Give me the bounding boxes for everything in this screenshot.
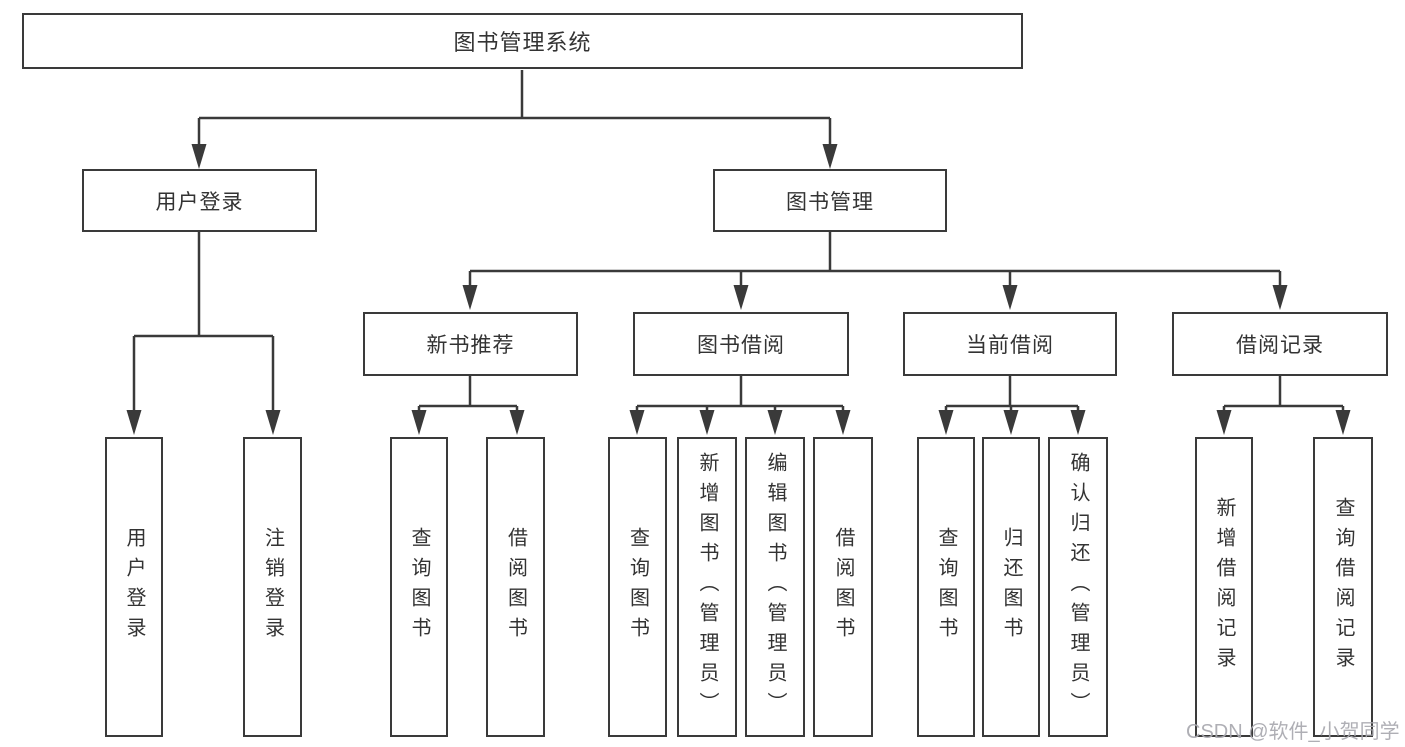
leaf-query-borrow-record: 查询借阅记录 — [1313, 437, 1373, 737]
leaf-return-book: 归还图书 — [982, 437, 1040, 737]
connector-line — [417, 376, 519, 412]
connector-line — [635, 376, 845, 412]
connector-line — [197, 70, 832, 146]
node-label: 图书管理系统 — [453, 30, 592, 55]
leaf-query-books-recommend: 查询图书 — [390, 437, 448, 737]
node-new-book-recommendation: 新书推荐 — [363, 312, 578, 376]
arrow-head — [1002, 285, 1018, 310]
arrow-head — [462, 285, 478, 310]
leaf-label: 确认归还（管理员） — [1067, 452, 1089, 722]
leaf-edit-book-admin: 编辑图书（管理员） — [745, 437, 805, 737]
leaf-label: 编辑图书（管理员） — [764, 452, 786, 722]
leaf-label: 查询图书 — [935, 527, 957, 647]
arrow-head — [733, 285, 749, 310]
connector-line — [132, 232, 275, 412]
connector-root-to-level2 — [191, 70, 838, 169]
node-label: 当前借阅 — [966, 334, 1054, 357]
node-label: 图书管理 — [786, 190, 874, 214]
connector-borrowing-records-branch — [1216, 376, 1351, 435]
node-book-borrowing: 图书借阅 — [633, 312, 849, 376]
leaf-query-books-borrowing: 查询图书 — [608, 437, 667, 737]
arrow-head — [126, 410, 142, 435]
connector-line — [1222, 376, 1345, 412]
arrow-head — [1335, 410, 1351, 435]
leaf-label: 注销登录 — [261, 527, 284, 647]
arrow-head — [699, 410, 715, 435]
node-label: 借阅记录 — [1236, 334, 1324, 357]
node-label: 用户登录 — [155, 190, 244, 214]
arrow-head — [1216, 410, 1232, 435]
leaf-label: 查询借阅记录 — [1332, 497, 1354, 677]
leaf-label: 归还图书 — [1000, 527, 1022, 647]
leaf-borrow-books-borrowing: 借阅图书 — [813, 437, 873, 737]
connector-book-borrowing-branch — [629, 376, 851, 435]
connector-new-book-branch — [411, 376, 525, 435]
arrow-head — [191, 144, 207, 169]
arrow-head — [822, 144, 838, 169]
arrow-head — [411, 410, 427, 435]
leaf-label: 用户登录 — [123, 527, 145, 647]
leaf-add-book-admin: 新增图书（管理员） — [677, 437, 737, 737]
arrow-head — [835, 410, 851, 435]
arrow-head — [509, 410, 525, 435]
leaf-logout: 注销登录 — [243, 437, 302, 737]
node-label: 新书推荐 — [426, 334, 515, 357]
leaf-borrow-books-recommend: 借阅图书 — [486, 437, 545, 737]
leaf-label: 新增借阅记录 — [1213, 497, 1235, 677]
leaf-label: 借阅图书 — [504, 527, 527, 647]
arrow-head — [1272, 285, 1288, 310]
node-current-borrowing: 当前借阅 — [903, 312, 1117, 376]
connector-user-login-branch — [126, 232, 281, 435]
leaf-user-login: 用户登录 — [105, 437, 163, 737]
node-label: 图书借阅 — [697, 334, 785, 357]
leaf-label: 查询图书 — [626, 527, 649, 647]
arrow-head — [629, 410, 645, 435]
node-book-management: 图书管理 — [713, 169, 947, 232]
leaf-confirm-return-admin: 确认归还（管理员） — [1048, 437, 1108, 737]
leaf-label: 借阅图书 — [832, 527, 854, 647]
csdn-watermark: CSDN @软件_小贺同学 — [1186, 721, 1400, 743]
arrow-head — [767, 410, 783, 435]
leaf-query-books-current: 查询图书 — [917, 437, 975, 737]
leaf-add-borrow-record: 新增借阅记录 — [1195, 437, 1253, 737]
arrow-head — [265, 410, 281, 435]
arrow-head — [1003, 410, 1019, 435]
node-library-management-system: 图书管理系统 — [22, 13, 1023, 69]
connector-book-management-branch — [462, 232, 1288, 310]
node-borrowing-records: 借阅记录 — [1172, 312, 1388, 376]
leaf-label: 查询图书 — [408, 527, 430, 647]
arrow-head — [938, 410, 954, 435]
arrow-head — [1070, 410, 1086, 435]
connector-line — [468, 232, 1282, 286]
connector-line — [944, 376, 1080, 412]
leaf-label: 新增图书（管理员） — [696, 452, 718, 722]
connector-current-borrowing-branch — [938, 376, 1086, 435]
node-user-login: 用户登录 — [82, 169, 317, 232]
